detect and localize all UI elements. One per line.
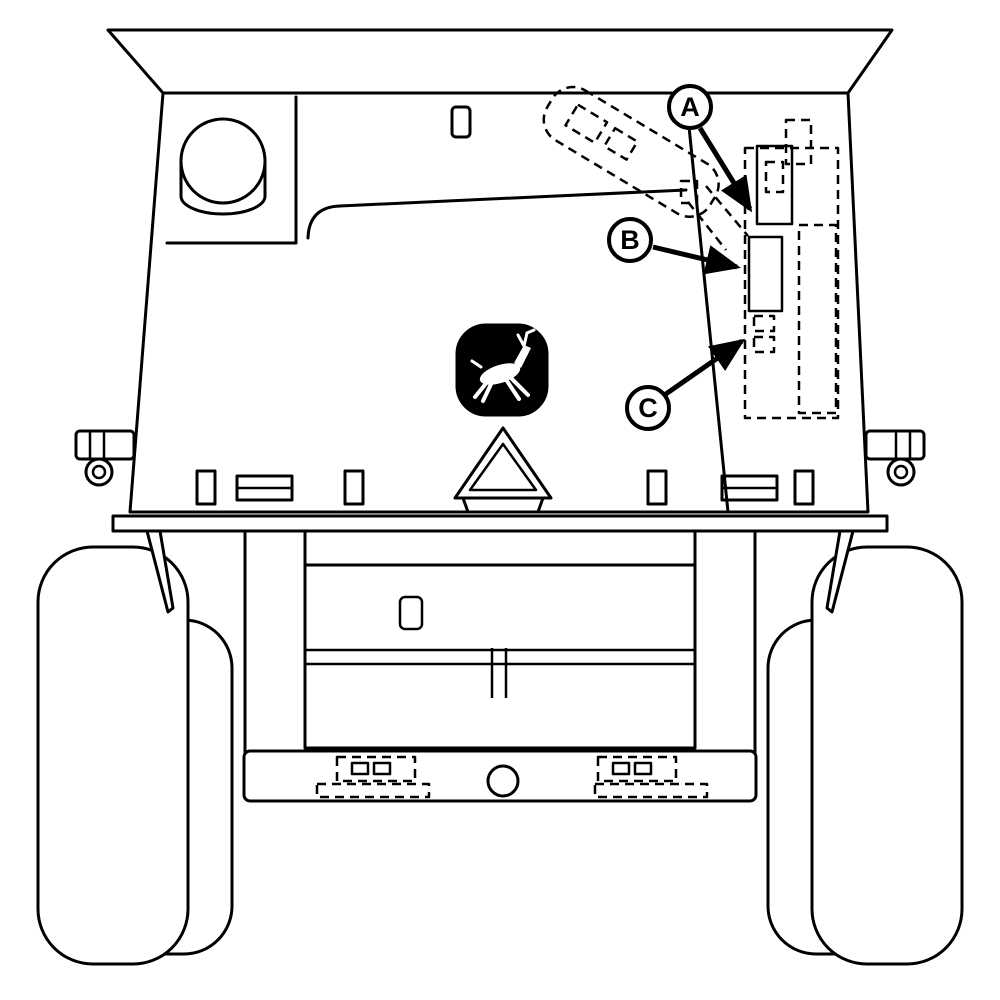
right-work-light	[864, 429, 926, 487]
leaping-deer-icon	[470, 328, 536, 403]
bumper-right-label-location	[593, 755, 709, 799]
right-panel-seam	[684, 95, 730, 514]
label-b-target	[747, 235, 784, 313]
grain-tank-roof	[106, 28, 894, 95]
rear-bumper	[242, 749, 758, 803]
left-tire	[36, 545, 234, 966]
callout-a: A	[667, 84, 713, 130]
reflector	[646, 469, 668, 506]
right-support-arm	[825, 529, 855, 614]
callout-c-arrow	[661, 338, 746, 399]
smv-bracket	[461, 496, 545, 514]
rear-frame-opening	[303, 563, 697, 750]
top-panel-latch	[450, 105, 472, 139]
callout-b-label: B	[620, 224, 640, 255]
reflector	[343, 469, 365, 506]
hitch-hole	[486, 764, 520, 798]
lower-body-reflectors	[195, 469, 815, 506]
left-support-arm	[145, 529, 175, 614]
frame-latch	[398, 595, 424, 631]
axle-beam	[111, 514, 889, 533]
callout-arrows	[652, 126, 753, 399]
label-a-target	[755, 144, 794, 226]
right-tire	[766, 545, 964, 966]
rear-panel-top-edge	[306, 188, 688, 240]
chassis	[111, 514, 889, 803]
exhaust-pipe-top	[179, 117, 267, 205]
right-lamp	[886, 457, 916, 487]
bumper-left-label-location	[315, 755, 431, 799]
left-work-light	[74, 429, 136, 487]
exhaust-pipe-base	[179, 194, 267, 216]
left-tire-outer	[36, 545, 190, 966]
label-c-target-upper	[752, 314, 776, 333]
callout-a-arrow	[697, 126, 753, 213]
reflector	[793, 469, 815, 506]
upper-dashed-label	[784, 118, 813, 166]
tall-dashed-label	[797, 223, 838, 415]
john-deere-emblem	[455, 323, 549, 417]
reflector	[195, 469, 217, 506]
callout-c-label: C	[638, 392, 658, 423]
label-location-panel	[743, 118, 840, 420]
right-tire-outer	[810, 545, 964, 966]
label-c-target-lower	[752, 335, 776, 354]
callout-c: C	[625, 385, 671, 431]
exhaust-enclosure	[165, 95, 298, 245]
left-lamp	[84, 457, 114, 487]
smv-triangle-icon	[453, 426, 553, 514]
callout-b-arrow	[652, 244, 741, 275]
callout-a-label: A	[680, 91, 700, 122]
callout-b: B	[607, 217, 653, 263]
